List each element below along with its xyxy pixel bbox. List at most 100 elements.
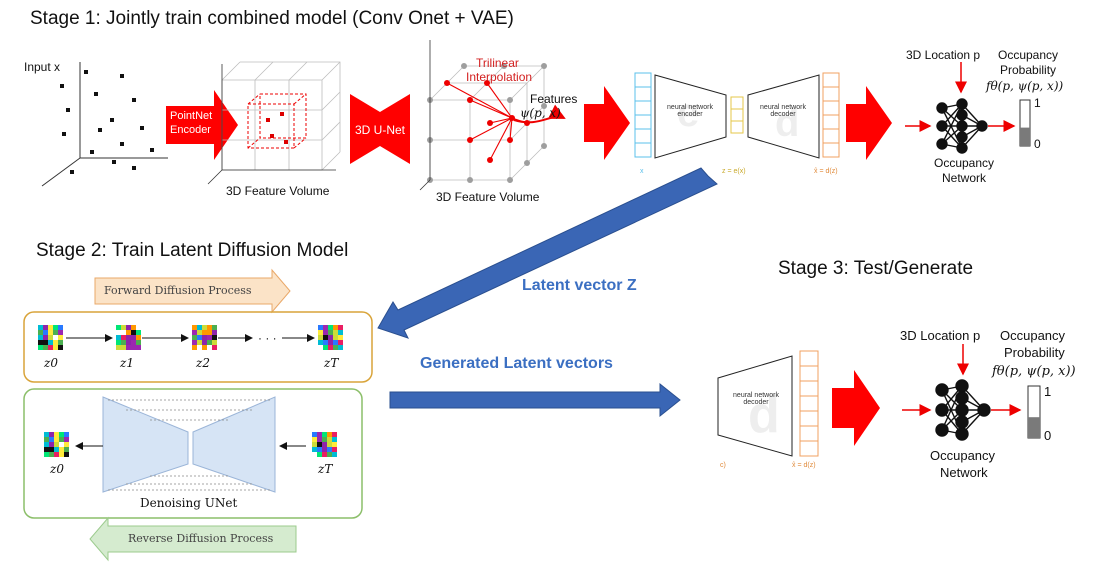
latent-pixel xyxy=(116,345,121,350)
occupancy-prob-2b: Probability xyxy=(1004,345,1065,360)
latent-pixel xyxy=(54,432,59,437)
latent-pixel xyxy=(121,345,126,350)
latent-pixel xyxy=(54,447,59,452)
vae-decoder-text: neural network decoder xyxy=(760,104,806,118)
latent-pixel xyxy=(192,330,197,335)
latent-pixel xyxy=(322,432,327,437)
volume-axes-2 xyxy=(419,40,431,191)
latent-pixel xyxy=(126,345,131,350)
latent-pixel xyxy=(126,325,131,330)
occupancy-one-1: 1 xyxy=(1034,96,1041,110)
latent-vector-label: Latent vector Z xyxy=(522,277,637,294)
feature-volume-label-2: 3D Feature Volume xyxy=(436,190,540,204)
latent-pixel xyxy=(197,330,202,335)
vae-decoder xyxy=(747,74,820,159)
latent-pixel xyxy=(323,345,328,350)
latent-pixel xyxy=(197,335,202,340)
latent-pixel xyxy=(333,345,338,350)
forward-label: Forward Diffusion Process xyxy=(104,284,252,297)
latent-pixel xyxy=(49,442,54,447)
latent-pixel xyxy=(212,330,217,335)
z1-forward: z1 xyxy=(120,356,134,370)
latent-pixel xyxy=(202,335,207,340)
feature-output-arrow xyxy=(513,104,566,124)
latent-pixel xyxy=(317,452,322,457)
latent-pixel xyxy=(121,330,126,335)
latent-pixel xyxy=(312,432,317,437)
latent-pixel xyxy=(322,437,327,442)
vae-z-label: z = e(x) xyxy=(722,168,746,175)
svg-text:e: e xyxy=(677,91,699,135)
interpolation-nodes xyxy=(444,80,530,163)
stage3-decoder xyxy=(717,355,793,457)
latent-pixel xyxy=(212,340,217,345)
latent-pixel xyxy=(48,330,53,335)
latent-pixel xyxy=(328,345,333,350)
latent-pixel xyxy=(207,340,212,345)
latent-pixel xyxy=(322,452,327,457)
latent-pixel xyxy=(49,432,54,437)
occupancy-zero-2: 0 xyxy=(1044,428,1052,443)
latent-pixel xyxy=(121,335,126,340)
latent-pixel xyxy=(333,325,338,330)
occupancy-network-2 xyxy=(935,379,991,441)
location-label-1: 3D Location p xyxy=(906,48,981,62)
latent-pixel xyxy=(332,437,337,442)
latent-pixel xyxy=(332,442,337,447)
generated-latent-label: Generated Latent vectors xyxy=(420,355,613,372)
svg-text:d: d xyxy=(775,101,799,145)
latent-pixel xyxy=(58,330,63,335)
latent-pixel xyxy=(197,345,202,350)
forward-ellipsis: · · · xyxy=(258,331,277,345)
latent-pixel xyxy=(121,340,126,345)
z2-forward: z2 xyxy=(196,356,210,370)
latent-pixel xyxy=(44,447,49,452)
occupancy-one-2: 1 xyxy=(1044,384,1052,399)
features-math: ψ(p, x) xyxy=(520,106,561,120)
reverse-label: Reverse Diffusion Process xyxy=(128,532,274,545)
latent-pixel xyxy=(49,437,54,442)
latent-pixel xyxy=(327,442,332,447)
zT-reverse: zT xyxy=(318,462,333,476)
latent-pixel xyxy=(44,437,49,442)
latent-pixel xyxy=(327,452,332,457)
latent-pixel xyxy=(192,335,197,340)
latent-pixel xyxy=(59,442,64,447)
trilinear-label-1: Trilinear xyxy=(476,56,519,70)
latent-pixel xyxy=(328,340,333,345)
to-network-arrow xyxy=(846,86,892,160)
stage1-title: Stage 1: Jointly train combined model (C… xyxy=(30,8,514,29)
feature-volume-label-1: 3D Feature Volume xyxy=(226,184,330,198)
occupancy-zero-1: 0 xyxy=(1034,137,1041,151)
occupancy-bar-fill-2 xyxy=(1028,417,1040,438)
latent-pixel xyxy=(328,335,333,340)
latent-pixel xyxy=(116,325,121,330)
stage3-xhat-label: x̂ = d(z) xyxy=(792,462,816,469)
latent-pixel xyxy=(207,325,212,330)
latent-pixel xyxy=(136,335,141,340)
latent-pixel xyxy=(116,335,121,340)
latent-pixel xyxy=(38,345,43,350)
input-point-cloud xyxy=(41,62,168,187)
stage3-decoder-text: neural network decoder xyxy=(733,392,779,406)
latent-vector-arrow xyxy=(377,167,718,339)
trilinear-label-2: Interpolation xyxy=(466,70,533,84)
latent-pixel xyxy=(116,330,121,335)
forward-process-box xyxy=(23,311,373,383)
latent-pixel xyxy=(136,325,141,330)
svg-text:d: d xyxy=(748,386,780,444)
latent-pixel xyxy=(49,452,54,457)
latent-pixel xyxy=(58,325,63,330)
volume-axes-1 xyxy=(207,64,336,185)
latent-pixel xyxy=(64,437,69,442)
features-label: Features xyxy=(530,92,578,106)
latent-pixel xyxy=(131,345,136,350)
latent-pixel xyxy=(333,340,338,345)
latent-pixel xyxy=(333,335,338,340)
latent-pixel xyxy=(318,325,323,330)
latent-pixel xyxy=(212,325,217,330)
latent-pixel xyxy=(54,442,59,447)
latent-pixel xyxy=(318,335,323,340)
latent-pixel xyxy=(318,345,323,350)
vae-output-stack xyxy=(822,72,840,158)
